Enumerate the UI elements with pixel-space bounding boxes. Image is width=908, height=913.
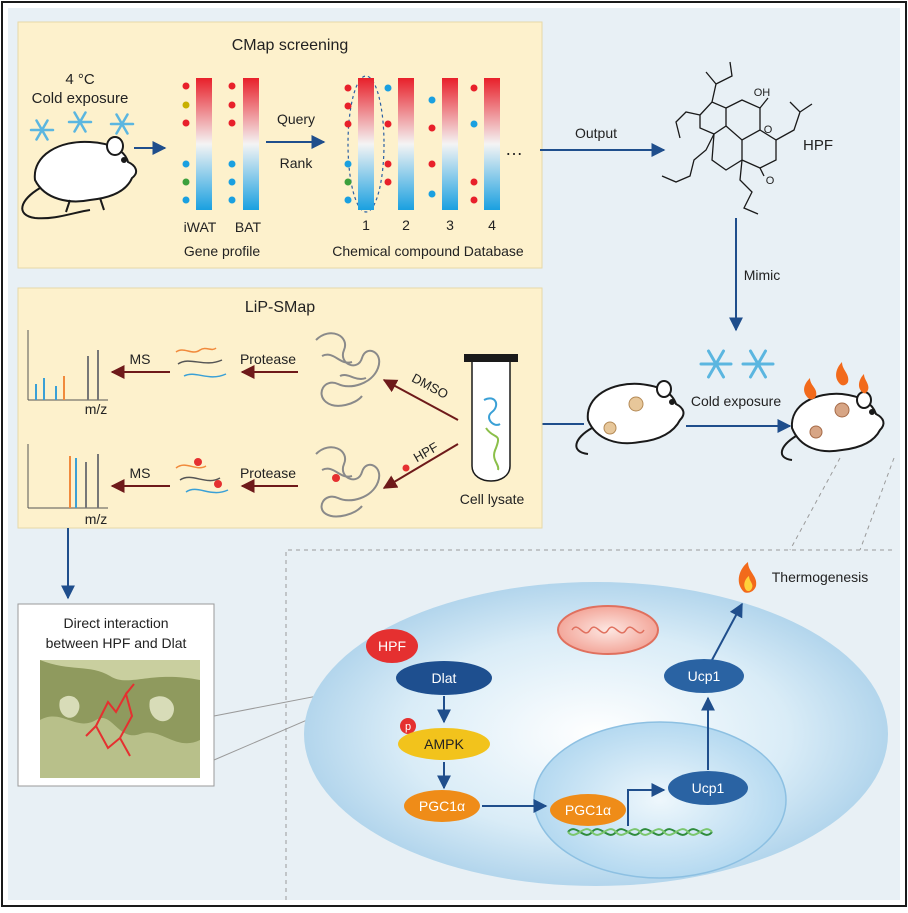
database-number-1: 1	[362, 217, 370, 233]
iwat-label: iWAT	[184, 219, 217, 235]
ms-label-bottom: MS	[130, 465, 151, 481]
cold-exposure-mice-label: Cold exposure	[691, 393, 781, 409]
test-tube-icon	[464, 354, 518, 482]
arrow	[382, 443, 459, 489]
peptide-fragments	[175, 347, 229, 494]
hpf-node	[366, 629, 418, 663]
ampk-node-label: AMPK	[424, 736, 464, 752]
phosphate-node	[400, 718, 416, 734]
query-label: Query	[277, 111, 315, 127]
fire-icon	[738, 562, 757, 593]
ucp1-nucleus-node	[668, 771, 748, 805]
pgc1a-cytoplasm-node	[404, 790, 480, 822]
carbonyl-oxygen-label: O	[764, 124, 773, 136]
ketone-oxygen-label: O	[766, 175, 775, 187]
cold-exposure-label: Cold exposure	[32, 90, 129, 107]
temperature-label: 4 °C	[65, 71, 95, 88]
hpf-bound-dot	[332, 474, 340, 482]
mass-spectrum-plot	[27, 444, 108, 509]
cell-lysate-label: Cell lysate	[460, 491, 525, 507]
mz-label-top: m/z	[85, 401, 108, 417]
database-number-4: 4	[488, 217, 496, 233]
thermogenesis-label: Thermogenesis	[772, 569, 869, 585]
protein-structure-icon	[315, 332, 381, 407]
pgc1a-nucleus-node	[550, 794, 626, 826]
dna-helix-icon	[567, 828, 713, 836]
fire-icon	[804, 362, 869, 400]
output-label: Output	[575, 125, 617, 141]
bat-label: BAT	[235, 219, 262, 235]
mitochondrion-icon	[557, 605, 659, 655]
snowflake-icon	[699, 349, 775, 379]
cmap-title: CMap screening	[232, 37, 349, 54]
gene-profile-label: Gene profile	[184, 243, 260, 259]
lip-smap-title: LiP-SMap	[245, 299, 315, 316]
gene-profile-heatmap	[182, 78, 259, 210]
hpf-node-label: HPF	[378, 638, 406, 654]
database-number-3: 3	[446, 217, 454, 233]
interaction-title-line2: between HPF and Dlat	[46, 635, 187, 651]
arrow	[382, 379, 459, 421]
docking-surface-image	[40, 660, 200, 778]
mass-spectrum-plot	[27, 330, 108, 401]
hydroxyl-label: OH	[754, 87, 771, 99]
ucp1-membrane-label: Ucp1	[688, 668, 721, 684]
lip-smap-panel	[17, 287, 543, 529]
protease-label-top: Protease	[240, 351, 296, 367]
fat-depot-icon	[809, 402, 850, 439]
dlat-node	[396, 661, 492, 695]
hpf-compound-label: HPF	[803, 137, 833, 154]
protein-structure-icon	[315, 446, 381, 518]
arrow	[711, 602, 743, 661]
phosphate-label: p	[405, 721, 411, 733]
ampk-node	[398, 728, 490, 760]
interaction-title-line1: Direct interaction	[63, 615, 168, 631]
pgc1a-cytoplasm-label: PGC1α	[419, 798, 465, 814]
mz-label-bottom: m/z	[85, 511, 108, 527]
ucp1-membrane-node	[664, 659, 744, 693]
dlat-node-label: Dlat	[432, 670, 457, 686]
database-label: Chemical compound Database	[332, 243, 524, 259]
hpf-chemical-structure	[661, 61, 813, 215]
fat-depot-icon	[603, 396, 644, 435]
ms-label-top: MS	[130, 351, 151, 367]
database-number-2: 2	[402, 217, 410, 233]
more-compounds-ellipsis: …	[505, 139, 523, 159]
mimic-label: Mimic	[744, 267, 781, 283]
rank-label: Rank	[280, 155, 314, 171]
zoom-callout-line	[789, 457, 895, 551]
hpf-dot	[402, 464, 410, 472]
snowflake-icon	[29, 111, 135, 141]
arrow	[627, 783, 666, 826]
protease-label-bottom: Protease	[240, 465, 296, 481]
pgc1a-nucleus-label: PGC1α	[565, 802, 611, 818]
ucp1-nucleus-label: Ucp1	[692, 780, 725, 796]
compound-database-heatmaps	[344, 75, 500, 213]
mouse-icon	[21, 136, 138, 220]
